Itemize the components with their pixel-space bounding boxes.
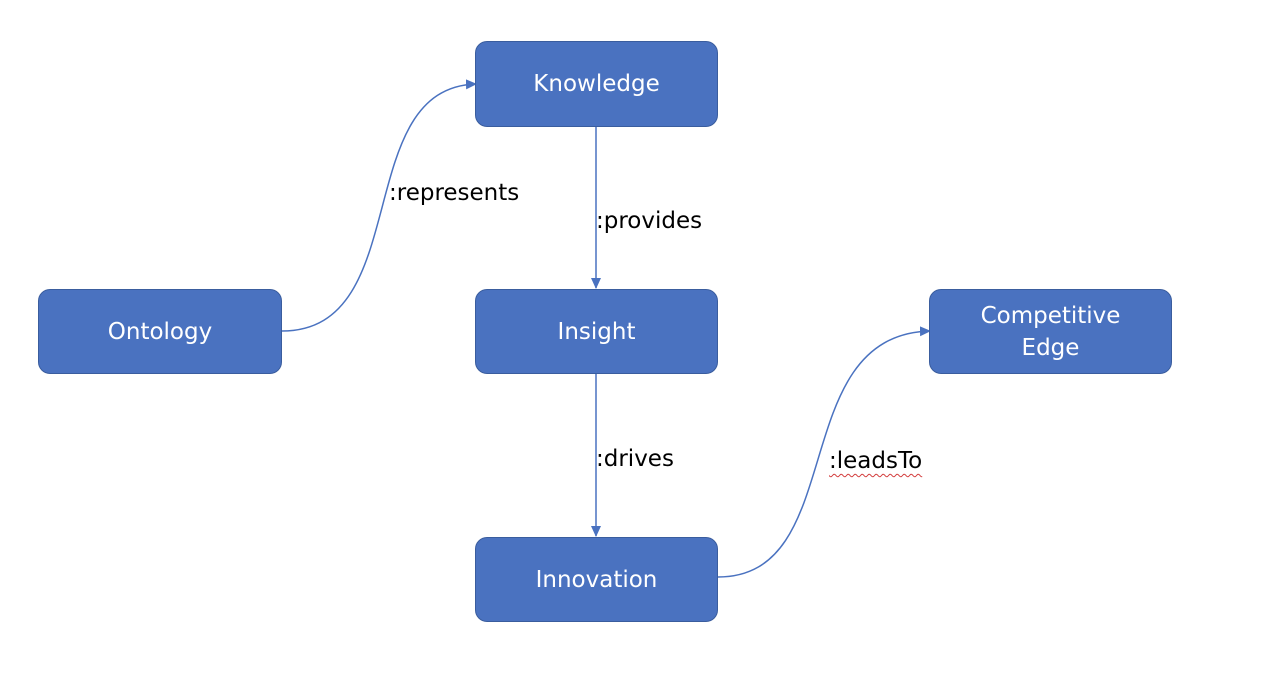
- innovation-node-label: Innovation: [535, 566, 658, 593]
- competitive-edge-node[interactable]: Competitive Edge: [929, 289, 1172, 374]
- insight-node-label: Insight: [557, 318, 636, 345]
- knowledge-node-label: Knowledge: [533, 71, 660, 97]
- ontology-node-label: Ontology: [107, 318, 213, 345]
- ontology-node[interactable]: Ontology: [38, 289, 282, 374]
- knowledge-node[interactable]: Knowledge: [475, 41, 718, 127]
- insight-node[interactable]: Insight: [475, 289, 718, 374]
- provides-edge-label: :provides: [596, 208, 703, 234]
- innovation-node[interactable]: Innovation: [475, 537, 718, 622]
- leads-to-edge-label: :leadsTo: [829, 448, 923, 474]
- represents-edge-label: :represents: [389, 180, 520, 206]
- drives-edge-label: :drives: [596, 446, 674, 472]
- leads-to-connector: [717, 326, 931, 578]
- competitive-edge-node-label: Competitive Edge: [980, 302, 1121, 361]
- represents-connector: [281, 79, 477, 332]
